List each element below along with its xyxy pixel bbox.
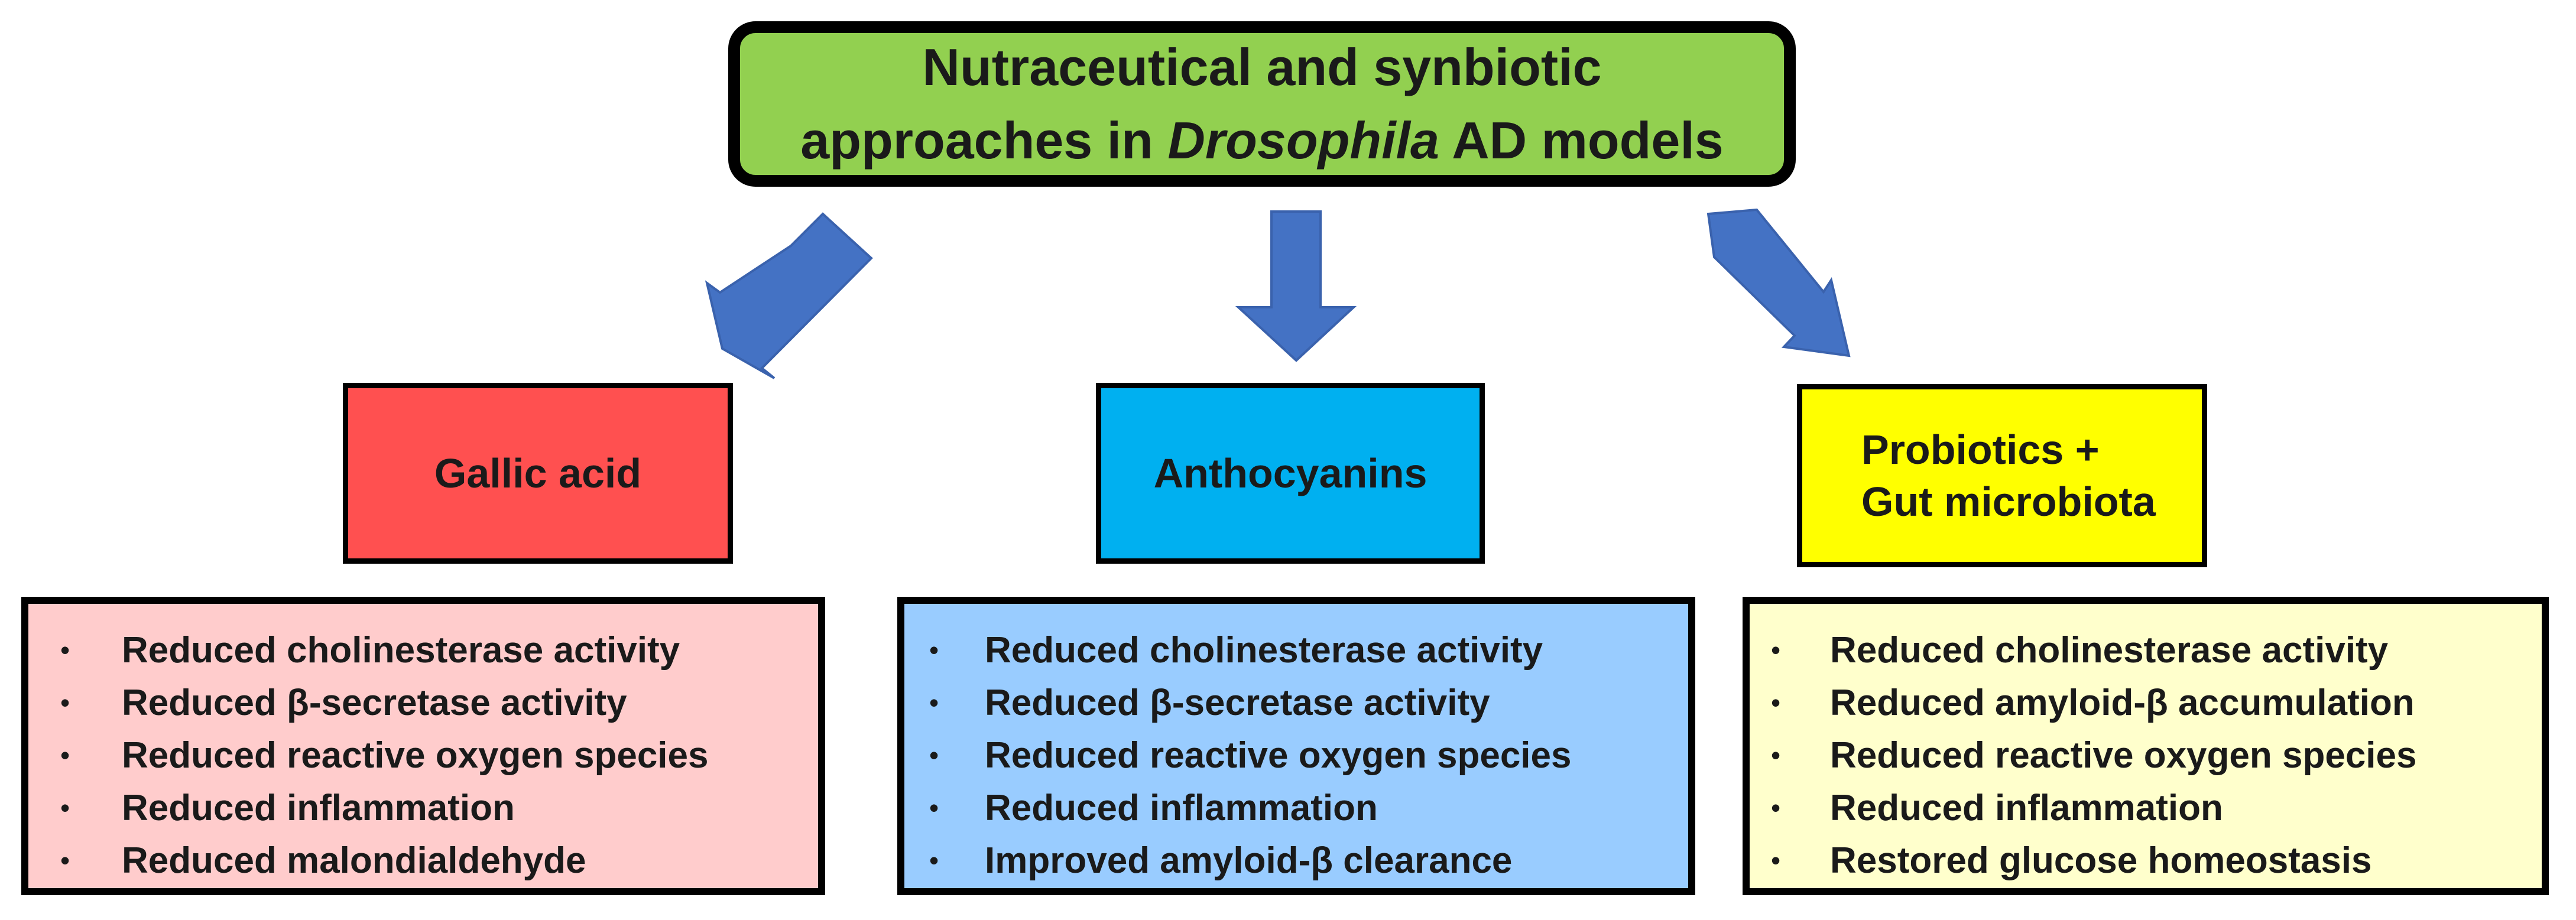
title-line-2: approaches in Drosophila AD models xyxy=(800,104,1724,177)
list-item: • Reduced cholinesterase activity xyxy=(1750,624,2542,677)
title-box: Nutraceutical and synbiotic approaches i… xyxy=(728,21,1796,187)
bullet-icon: • xyxy=(1771,792,1781,823)
title-line-2-suffix: AD models xyxy=(1439,111,1724,170)
category-probiotics-gut-microbiota: Probiotics + Gut microbiota xyxy=(1797,384,2207,567)
list-item: • Reduced amyloid-β accumulation xyxy=(1750,677,2542,729)
list-item: • Reduced malondialdehyde xyxy=(28,834,818,887)
list-item-text: Improved amyloid-β clearance xyxy=(985,840,1513,881)
bullet-icon: • xyxy=(929,740,939,771)
list-item: • Reduced inflammation xyxy=(1750,782,2542,834)
arrow-to-probiotics xyxy=(1706,208,1851,357)
list-item: • Reduced reactive oxygen species xyxy=(28,729,818,782)
bullet-icon: • xyxy=(1771,740,1781,771)
list-item-text: Reduced reactive oxygen species xyxy=(1830,735,2417,776)
list-item: • Improved amyloid-β clearance xyxy=(904,834,1688,887)
category-anthocyanins-label: Anthocyanins xyxy=(1153,450,1427,496)
category-gallic-acid: Gallic acid xyxy=(343,383,733,564)
bullet-icon: • xyxy=(60,687,70,718)
list-item: • Reduced reactive oxygen species xyxy=(1750,729,2542,782)
list-item: • Reduced cholinesterase activity xyxy=(904,624,1688,677)
list-item: • Reduced inflammation xyxy=(28,782,818,834)
list-item: • Reduced β-secretase activity xyxy=(28,677,818,729)
arrow-right-shape xyxy=(1706,208,1851,357)
list-item-text: Reduced cholinesterase activity xyxy=(122,630,680,671)
bullet-icon: • xyxy=(929,687,939,718)
list-item-text: Reduced inflammation xyxy=(1830,788,2223,828)
list-item-text: Reduced malondialdehyde xyxy=(122,840,586,881)
list-item: • Reduced β-secretase activity xyxy=(904,677,1688,729)
bullet-icon: • xyxy=(929,635,939,665)
list-item: • Reduced reactive oxygen species xyxy=(904,729,1688,782)
bullet-icon: • xyxy=(929,792,939,823)
list-item-text: Reduced reactive oxygen species xyxy=(122,735,709,776)
list-item: • Reduced cholinesterase activity xyxy=(28,624,818,677)
list-item-text: Reduced cholinesterase activity xyxy=(985,630,1543,671)
arrow-left-shape xyxy=(705,212,873,379)
list-item: • Restored glucose homeostasis xyxy=(1750,834,2542,887)
arrow-center-shape xyxy=(1235,210,1357,362)
effects-list-anthocyanins-items: • Reduced cholinesterase activity • Reduce… xyxy=(904,624,1688,887)
bullet-icon: • xyxy=(60,635,70,665)
list-item: • Reduced inflammation xyxy=(904,782,1688,834)
effects-list-gallic-acid: • Reduced cholinesterase activity • Reduce… xyxy=(21,597,825,895)
title-line-2-italic: Drosophila xyxy=(1167,111,1439,170)
title-line-1: Nutraceutical and synbiotic xyxy=(922,38,1602,96)
effects-list-probiotics-items: • Reduced cholinesterase activity • Reduce… xyxy=(1750,624,2542,887)
list-item-text: Reduced cholinesterase activity xyxy=(1830,630,2389,671)
list-item-text: Restored glucose homeostasis xyxy=(1830,840,2372,881)
list-item-text: Reduced inflammation xyxy=(122,788,515,828)
category-probiotics-label: Probiotics + Gut microbiota xyxy=(1861,424,2156,528)
bullet-icon: • xyxy=(60,740,70,771)
bullet-icon: • xyxy=(60,845,70,876)
bullet-icon: • xyxy=(1771,635,1781,665)
list-item-text: Reduced β-secretase activity xyxy=(122,682,627,723)
effects-list-anthocyanins: • Reduced cholinesterase activity • Reduce… xyxy=(897,597,1695,895)
effects-list-gallic-acid-items: • Reduced cholinesterase activity • Reduce… xyxy=(28,624,818,887)
title-line-2-prefix: approaches in xyxy=(800,111,1168,170)
category-probiotics-label-line-2: Gut microbiota xyxy=(1861,479,2156,525)
list-item-text: Reduced inflammation xyxy=(985,788,1378,828)
bullet-icon: • xyxy=(60,792,70,823)
bullet-icon: • xyxy=(1771,687,1781,718)
list-item-text: Reduced amyloid-β accumulation xyxy=(1830,682,2415,723)
effects-list-probiotics: • Reduced cholinesterase activity • Reduce… xyxy=(1743,597,2549,895)
arrow-to-gallic-acid xyxy=(705,212,873,379)
category-gallic-acid-label: Gallic acid xyxy=(434,450,642,496)
bullet-icon: • xyxy=(929,845,939,876)
category-anthocyanins: Anthocyanins xyxy=(1096,383,1485,564)
list-item-text: Reduced β-secretase activity xyxy=(985,682,1490,723)
list-item-text: Reduced reactive oxygen species xyxy=(985,735,1572,776)
category-probiotics-label-line-1: Probiotics + xyxy=(1861,427,2100,473)
arrow-to-anthocyanins xyxy=(1235,210,1357,362)
bullet-icon: • xyxy=(1771,845,1781,876)
